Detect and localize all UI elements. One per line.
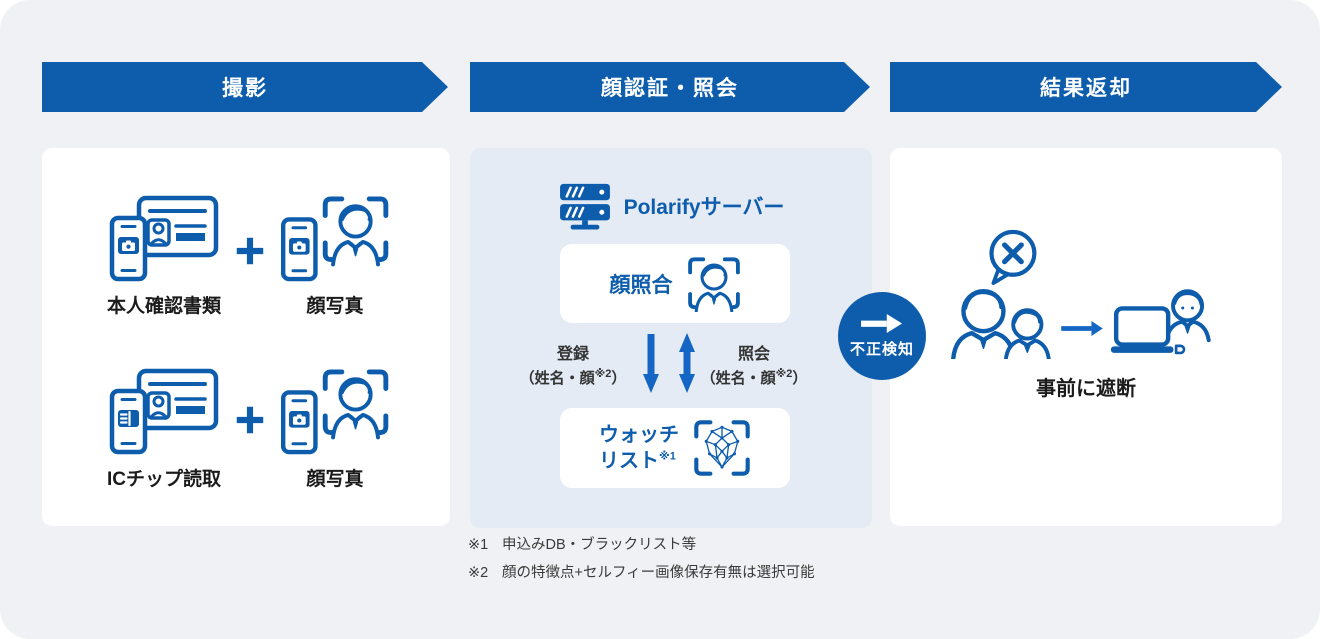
inquiry-updown-arrow-icon (679, 333, 695, 393)
step-label: 顔認証・照会 (601, 77, 739, 100)
register-note: 登録 （姓名・顔※2） (498, 345, 648, 388)
step-label: 撮影 (222, 77, 268, 100)
step-arrow-capture: 撮影 (42, 62, 448, 112)
x-speech-bubble-icon (989, 229, 1037, 285)
result-label: 事前に遮断 (1036, 378, 1136, 400)
operator-laptop-icon (1110, 289, 1211, 355)
watchlist-box: ウォッチ リスト※1 (560, 408, 790, 488)
face-match-box: 顔照合 (560, 244, 790, 323)
register-sub: （姓名・顔※2） (519, 368, 627, 387)
white-right-arrow-icon (861, 313, 903, 334)
id-document-item: 本人確認書類 (99, 195, 229, 318)
face-photo-label: 顔写真 (306, 296, 364, 317)
server-icon (559, 183, 610, 230)
result-panel: 事前に遮断 (890, 148, 1282, 526)
authentication-panel: Polarifyサーバー 顔照合 登録 （姓名・顔※2） 照会 （姓名・顔※2） (470, 148, 872, 528)
phone-ic-chip-idcard-icon (109, 368, 219, 456)
inquiry-title: 照会 (737, 346, 770, 363)
step-arrow-authentication: 顔認証・照会 (470, 62, 870, 112)
flow-right-arrow-icon (1061, 320, 1103, 337)
register-title: 登録 (556, 346, 589, 363)
face-capture-icon (687, 256, 740, 312)
fraud-detection-badge: 不正検知 (838, 292, 926, 380)
face-photo-item: 顔写真 (270, 195, 400, 318)
step-arrow-result: 結果返却 (890, 62, 1282, 112)
face-photo-item-2: 顔写真 (270, 368, 400, 491)
ic-chip-item: ICチップ読取 (99, 368, 229, 491)
plus-icon (236, 406, 264, 434)
register-down-arrow-icon (643, 334, 659, 393)
step-label: 結果返却 (1040, 77, 1132, 100)
polarify-server: Polarifyサーバー (470, 182, 872, 230)
phone-face-capture-icon (279, 368, 391, 456)
blocked-users-icon (951, 289, 1051, 359)
face-photo-label-2: 顔写真 (306, 469, 364, 490)
fraud-detection-label: 不正検知 (849, 341, 914, 358)
inquiry-note: 照会 （姓名・顔※2） (674, 345, 834, 388)
server-label: Polarifyサーバー (623, 196, 785, 219)
phone-camera-idcard-icon (109, 195, 219, 283)
face-match-label: 顔照合 (609, 273, 673, 297)
inquiry-sub: （姓名・顔※2） (700, 368, 808, 387)
id-document-label: 本人確認書類 (106, 296, 221, 317)
ic-chip-label: ICチップ読取 (106, 469, 221, 490)
capture-panel: 本人確認書類 顔写真 ICチップ読取 (42, 148, 450, 526)
phone-face-capture-icon (279, 195, 391, 283)
watchlist-label: ウォッチ リスト※1 (599, 424, 679, 472)
plus-icon (236, 237, 264, 265)
face-mesh-icon (693, 419, 751, 477)
